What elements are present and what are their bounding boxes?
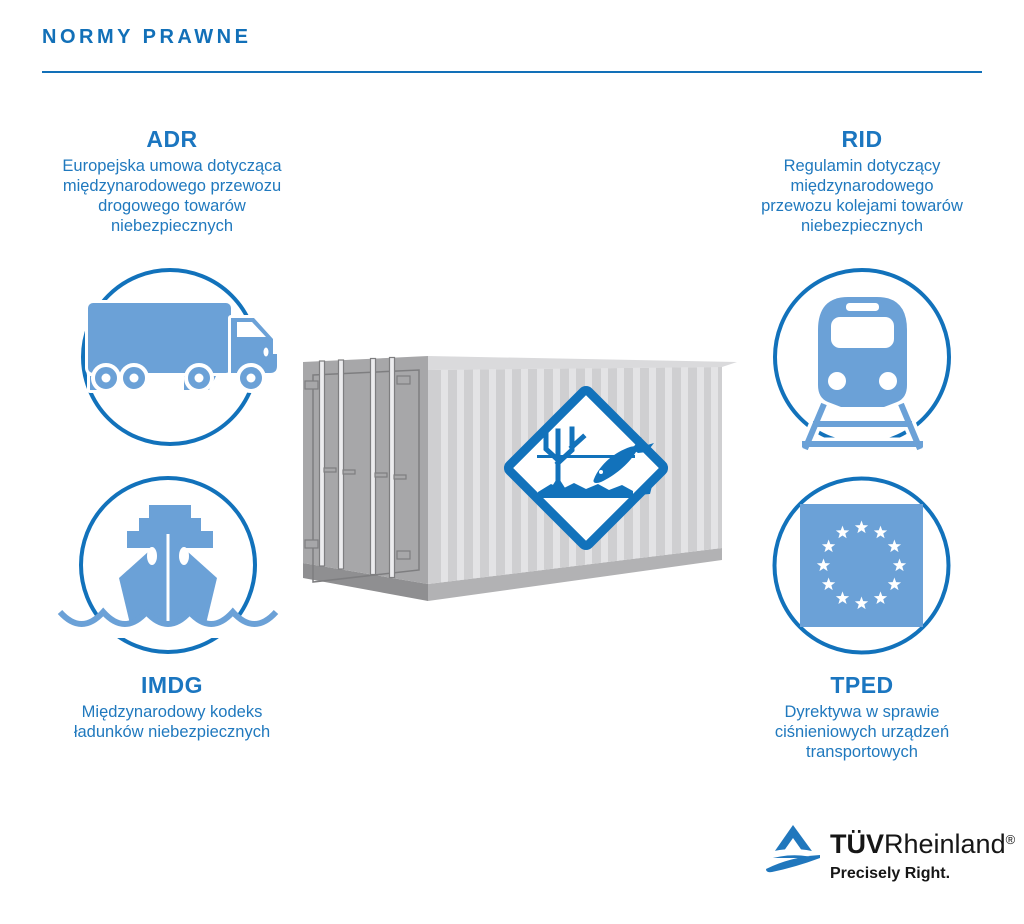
title-divider [42,71,982,73]
standard-description-imdg: Międzynarodowy kodeks ładunków niebezpie… [73,703,271,742]
standard-description-rid: Regulamin dotyczący międzynarodowego prz… [761,157,963,236]
standard-abbr-rid: RID [841,126,883,152]
brand-bold: TÜV [830,829,884,859]
standard-rid: RID Regulamin dotyczący międzynarodowego… [702,126,1022,237]
environmental-hazard-placard [503,385,669,551]
ship-icon [57,476,279,654]
dead-fish [593,437,654,483]
tuv-rheinland-logo: TÜVRheinland® Precisely Right. [830,831,1015,883]
eu-circle [772,476,951,655]
standard-description-adr: Europejska umowa dotycząca międzynarodow… [62,157,282,236]
shipping-container [303,356,737,601]
brand-regular: Rheinland [884,829,1006,859]
registered-mark: ® [1005,832,1016,847]
standard-tped: TPED Dyrektywa w sprawie ciśnieniowych u… [702,672,1022,762]
truck-icon [81,268,280,446]
brand-name: TÜVRheinland® [830,831,1015,858]
ship-circle [79,476,257,654]
standard-abbr-adr: ADR [146,126,198,152]
brand-tagline: Precisely Right. [830,865,951,882]
ground [538,483,652,498]
tuv-rheinland-triangle-icon [766,825,820,873]
container-door-hardware [304,356,420,583]
standard-abbr-tped: TPED [830,672,894,698]
page-title: NORMY PRAWNE [42,26,252,48]
container-doors [303,356,428,584]
standard-imdg: IMDG Międzynarodowy kodeks ładunków nieb… [22,672,322,742]
standard-abbr-imdg: IMDG [140,672,204,698]
dead-tree [543,426,587,492]
standard-adr: ADR Europejska umowa dotycząca międzynar… [22,126,322,237]
eu-flag-icon [772,476,951,655]
standard-description-tped: Dyrektywa w sprawie ciśnieniowych urządz… [774,703,950,762]
train-icon [773,268,951,452]
